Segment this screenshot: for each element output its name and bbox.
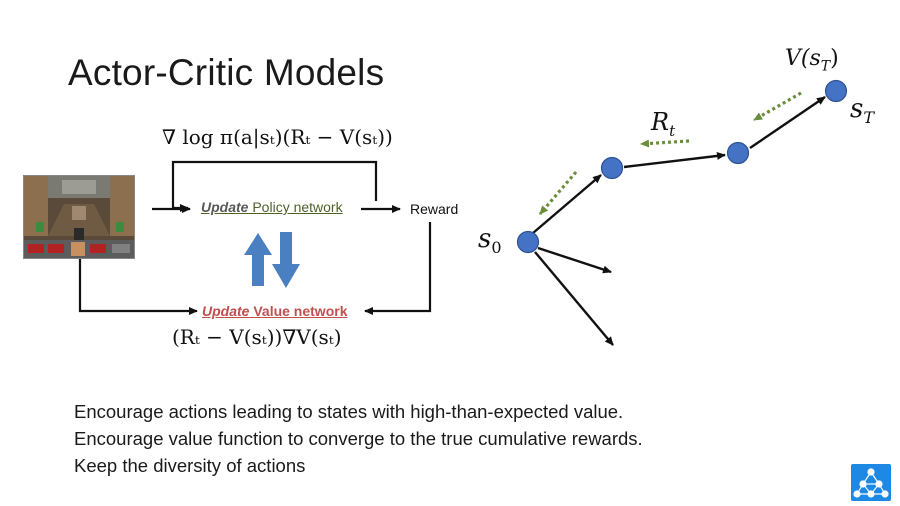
update-value-network-label: Update Value network	[202, 303, 348, 319]
bullet-item: Encourage value function to converge to …	[74, 428, 643, 449]
state-node-1	[600, 156, 624, 180]
dotted-arrow-near-s0	[538, 170, 578, 216]
policy-update-text: Policy network	[248, 199, 343, 215]
network-logo-icon	[851, 464, 891, 501]
state-node-sT	[824, 79, 848, 103]
update-policy-network-label: Update Policy network	[201, 199, 343, 215]
image-to-value-arrow	[78, 258, 198, 315]
terminal-value-label: V(sT)	[785, 46, 839, 74]
dotted-arrow-return	[640, 139, 690, 148]
edge-s0-branch-b	[534, 251, 614, 346]
return-label: Rt	[651, 108, 675, 140]
start-state-label: s0	[478, 224, 502, 257]
terminal-value-close: )	[830, 46, 839, 71]
policy-update-emphasis: Update	[201, 199, 249, 215]
policy-gradient-formula: ∇ log π(a|sₜ)(Rₜ − V(sₜ))	[162, 125, 393, 149]
bullet-list: Encourage actions leading to states with…	[74, 398, 643, 479]
terminal-state-symbol: s	[850, 94, 864, 124]
game-screenshot-image	[23, 175, 135, 259]
edge-node2-to-sT	[749, 96, 826, 149]
edge-node1-to-node2	[623, 151, 726, 169]
reward-label: Reward	[410, 201, 459, 217]
state-node-s0	[516, 230, 540, 254]
edge-s0-to-node1	[532, 174, 602, 234]
slide-title: Actor-Critic Models	[68, 52, 385, 93]
start-state-subscript: 0	[491, 238, 502, 258]
exchange-arrows-icon	[244, 232, 300, 288]
terminal-state-label: sT	[850, 94, 874, 127]
bullet-item: Encourage actions leading to states with…	[74, 401, 624, 422]
reward-to-value-arrow	[364, 222, 432, 315]
dotted-arrow-terminal	[753, 91, 802, 122]
terminal-value-subscript: T	[820, 58, 831, 75]
state-node-2	[726, 141, 750, 165]
bullet-item: Keep the diversity of actions	[74, 455, 306, 476]
return-symbol: R	[651, 108, 670, 136]
terminal-value-text: V(s	[785, 46, 821, 71]
value-update-text: Value network	[249, 303, 348, 319]
return-subscript: t	[669, 121, 676, 140]
value-gradient-formula: (Rₜ − V(sₜ))∇V(sₜ)	[172, 325, 342, 349]
terminal-state-subscript: T	[863, 108, 875, 128]
start-state-symbol: s	[478, 224, 492, 254]
value-update-emphasis: Update	[202, 303, 250, 319]
edge-s0-branch-a	[537, 246, 612, 274]
